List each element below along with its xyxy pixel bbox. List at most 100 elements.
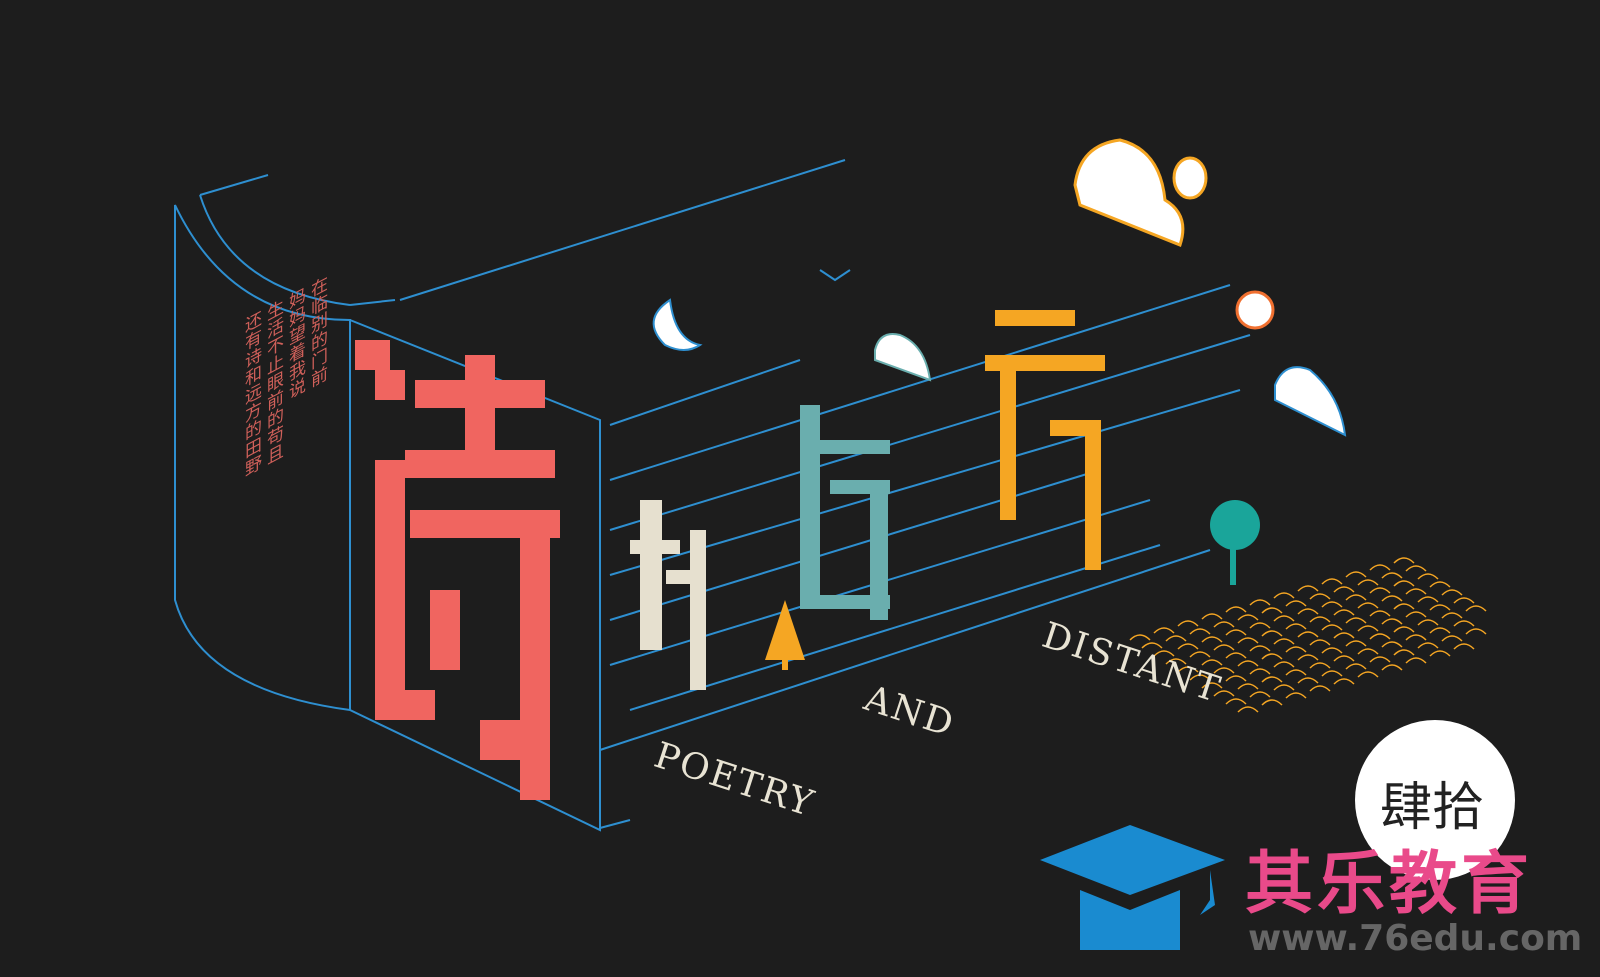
wave-mark <box>1405 565 1427 572</box>
wave-mark <box>1213 667 1235 674</box>
book-top-edge <box>399 159 846 301</box>
wave-mark <box>1369 656 1391 663</box>
wave-mark <box>1417 619 1439 626</box>
wave-mark <box>1213 644 1235 651</box>
wave-mark <box>1225 675 1247 682</box>
wave-mark <box>1165 658 1187 665</box>
wave-mark <box>1237 614 1259 621</box>
wave-mark <box>1441 589 1463 596</box>
wave-mark <box>1297 654 1319 661</box>
yuan-character-art <box>800 405 890 620</box>
wave-mark <box>1357 625 1379 632</box>
wave-mark <box>1261 630 1283 637</box>
poem-line: 还有诗和远方的田野 <box>241 308 261 482</box>
wave-mark <box>1225 698 1247 705</box>
wave-mark <box>1369 587 1391 594</box>
wave-mark <box>1453 643 1475 650</box>
wave-mark <box>1321 624 1343 631</box>
tree-icon <box>1210 500 1260 585</box>
wave-mark <box>1249 645 1271 652</box>
wave-mark <box>1357 671 1379 678</box>
wave-mark <box>1357 579 1379 586</box>
wave-mark <box>1177 620 1199 627</box>
wave-mark <box>1261 676 1283 683</box>
wave-mark <box>1297 608 1319 615</box>
wave-mark <box>1321 670 1343 677</box>
book-spine-curve <box>199 194 351 306</box>
wave-mark <box>1273 592 1295 599</box>
wave-mark <box>1393 603 1415 610</box>
brand-name: 其乐教育 <box>1245 845 1534 924</box>
wave-mark <box>1165 635 1187 642</box>
wave-mark <box>1429 627 1451 634</box>
wave-mark <box>1309 685 1331 692</box>
wave-mark <box>1441 635 1463 642</box>
badge-circle <box>1355 720 1515 880</box>
wave-mark <box>1393 557 1415 564</box>
wave-mark <box>1309 662 1331 669</box>
cloud-icon <box>1274 366 1347 437</box>
wave-mark <box>1465 628 1487 635</box>
wave-mark <box>1345 640 1367 647</box>
wave-mark <box>1201 636 1223 643</box>
wave-mark <box>1393 580 1415 587</box>
wave-mark <box>1333 609 1355 616</box>
wave-mark <box>1129 634 1151 641</box>
wave-mark <box>1225 629 1247 636</box>
tree-icon <box>765 600 805 670</box>
wave-mark <box>1297 677 1319 684</box>
wave-mark <box>1381 664 1403 671</box>
wave-mark <box>1417 573 1439 580</box>
poem-line: 妈妈望着我说 <box>285 285 305 405</box>
wave-mark <box>1405 657 1427 664</box>
wave-mark <box>1309 639 1331 646</box>
wave-mark <box>1213 621 1235 628</box>
wave-mark <box>1201 613 1223 620</box>
wave-mark <box>1285 646 1307 653</box>
wave-mark <box>1345 594 1367 601</box>
wave-mark <box>1237 660 1259 667</box>
wave-mark <box>1345 663 1367 670</box>
wave-mark <box>1345 617 1367 624</box>
wave-mark <box>1465 605 1487 612</box>
wave-mark <box>1189 674 1211 681</box>
wave-mark <box>1237 706 1259 713</box>
wave-mark <box>1333 586 1355 593</box>
wave-mark <box>1405 588 1427 595</box>
he-character-art <box>630 500 706 690</box>
wave-mark <box>1405 634 1427 641</box>
wave-mark <box>1369 564 1391 571</box>
wave-mark <box>1333 655 1355 662</box>
wave-mark <box>1333 678 1355 685</box>
wave-mark <box>1273 684 1295 691</box>
wave-mark <box>1273 638 1295 645</box>
wave-mark <box>1189 651 1211 658</box>
wave-mark <box>1213 690 1235 697</box>
wave-mark <box>1381 618 1403 625</box>
wave-mark <box>1381 572 1403 579</box>
wave-mark <box>1249 691 1271 698</box>
wave-mark <box>1297 631 1319 638</box>
wave-mark <box>1153 627 1175 634</box>
wave-mark <box>1225 652 1247 659</box>
wave-mark <box>1405 611 1427 618</box>
wave-mark <box>1321 601 1343 608</box>
badge-text: 肆拾 <box>1380 778 1485 838</box>
wave-mark <box>1177 643 1199 650</box>
wave-mark <box>1417 642 1439 649</box>
bird-icon <box>819 269 851 282</box>
wave-mark <box>1333 632 1355 639</box>
wave-mark <box>1273 615 1295 622</box>
wave-mark <box>1453 620 1475 627</box>
moon-icon <box>652 298 703 351</box>
wave-mark <box>1393 649 1415 656</box>
wave-mark <box>1285 623 1307 630</box>
cloud-icon <box>874 333 932 382</box>
brand-url[interactable]: www.76edu.com <box>1248 918 1583 959</box>
wave-mark <box>1249 622 1271 629</box>
wave-mark <box>1249 668 1271 675</box>
wave-mark <box>1153 650 1175 657</box>
wave-mark <box>1261 653 1283 660</box>
